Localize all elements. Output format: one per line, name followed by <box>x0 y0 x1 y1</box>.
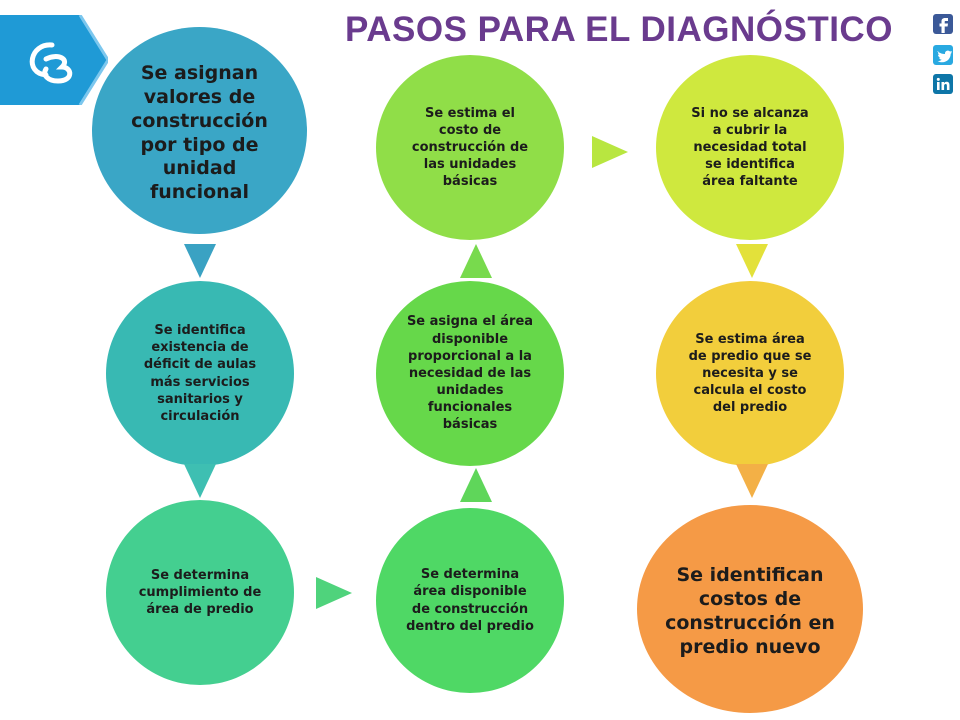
step-5-text: Se asigna el área disponible proporciona… <box>406 314 534 433</box>
page-title: PASOS PARA EL DIAGNÓSTICO <box>345 10 893 49</box>
step-2-circle: Se identifica existencia de déficit de a… <box>106 281 294 466</box>
arrow-down-3 <box>736 244 768 278</box>
step-8-circle: Se estima área de predio que se necesita… <box>656 281 844 466</box>
arrow-down-2 <box>184 464 216 498</box>
step-7-text: Si no se alcanza a cubrir la necesidad t… <box>691 105 809 190</box>
step-1-circle: Se asignan valores de construcción por t… <box>92 27 307 234</box>
step-7-circle: Si no se alcanza a cubrir la necesidad t… <box>656 55 844 240</box>
facebook-icon[interactable] <box>933 14 953 34</box>
arrow-up-1 <box>460 468 492 502</box>
step-3-text: Se determina cumplimiento de área de pre… <box>138 567 262 618</box>
arrow-down-1 <box>184 244 216 278</box>
arrow-up-2 <box>460 244 492 278</box>
logo-icon <box>0 15 108 105</box>
step-3-circle: Se determina cumplimiento de área de pre… <box>106 500 294 685</box>
step-6-circle: Se estima el costo de construcción de la… <box>376 55 564 240</box>
arrow-right-2 <box>592 136 628 168</box>
linkedin-icon[interactable] <box>933 74 953 94</box>
step-1-text: Se asignan valores de construcción por t… <box>131 61 268 204</box>
step-8-text: Se estima área de predio que se necesita… <box>688 331 812 416</box>
step-4-circle: Se determina área disponible de construc… <box>376 508 564 693</box>
step-9-text: Se identifican costos de construcción en… <box>665 564 835 658</box>
step-6-text: Se estima el costo de construcción de la… <box>411 105 529 190</box>
twitter-icon[interactable] <box>933 45 953 65</box>
step-5-circle: Se asigna el área disponible proporciona… <box>376 281 564 466</box>
step-4-text: Se determina área disponible de construc… <box>406 567 534 634</box>
arrow-right-1 <box>316 577 352 609</box>
arrow-down-4 <box>736 464 768 498</box>
step-9-circle: Se identifican costos de construcción en… <box>637 505 863 713</box>
step-2-text: Se identifica existencia de déficit de a… <box>143 323 257 424</box>
